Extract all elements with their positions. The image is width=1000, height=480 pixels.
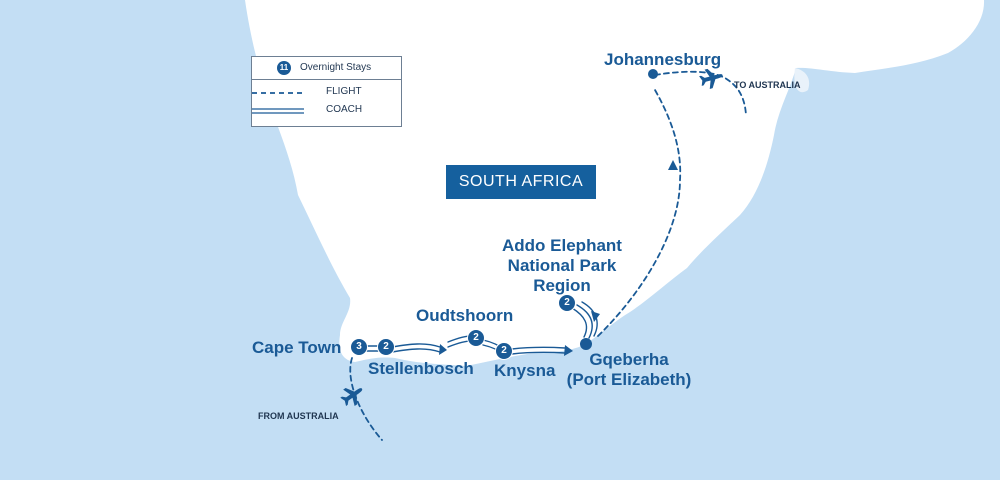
southern-africa-landmass [245, 0, 985, 366]
nights-badge-addo: 2 [558, 294, 576, 312]
arrowhead-icon [564, 345, 573, 356]
gqeberha-line-2: (Port Elizabeth) [566, 370, 692, 389]
place-label-addo: Addo Elephant National Park Region [492, 236, 632, 296]
place-label-cape-town: Cape Town [252, 338, 342, 357]
place-label-oudtshoorn: Oudtshoorn [416, 306, 514, 325]
place-label-knysna: Knysna [494, 361, 556, 380]
legend-coach-swatch [252, 108, 304, 114]
legend-overnight-label: Overnight Stays [300, 62, 372, 73]
arrowhead-icon [591, 311, 600, 322]
legend-flight-swatch [252, 92, 304, 94]
map-legend: 11 Overnight Stays FLIGHT COACH [251, 56, 402, 127]
nights-badge-knysna: 2 [495, 342, 513, 360]
nights-badge-oudtshoorn: 2 [467, 329, 485, 347]
airplane-icon [699, 68, 723, 89]
gqeberha-line-1: Gqeberha [589, 350, 669, 369]
arrowhead-icon [439, 344, 447, 355]
eswatini-region [794, 68, 810, 93]
flight-label-to: TO AUSTRALIA [734, 80, 801, 90]
map-pin-icon [648, 69, 658, 79]
arrowhead-icon [668, 160, 678, 170]
place-label-stellenbosch: Stellenbosch [368, 359, 474, 378]
addo-line-2: National Park [507, 256, 617, 275]
nights-badge-stellenbosch: 2 [377, 338, 395, 356]
flight-label-from: FROM AUSTRALIA [258, 411, 339, 421]
place-label-johannesburg: Johannesburg [604, 50, 722, 69]
legend-flight-label: FLIGHT [326, 86, 362, 97]
legend-overnight-row: 11 Overnight Stays [252, 57, 401, 80]
legend-overnight-badge: 11 [277, 61, 291, 75]
nights-badge-cape-town: 3 [350, 338, 368, 356]
airplane-icon [340, 387, 363, 407]
map-pin-icon [580, 338, 592, 350]
route-arrowheads [439, 160, 678, 356]
country-label: SOUTH AFRICA [446, 165, 596, 199]
addo-line-3: Region [533, 276, 591, 295]
legend-coach-label: COACH [326, 104, 363, 115]
place-label-gqeberha: Gqeberha (Port Elizabeth) [554, 350, 704, 390]
addo-line-1: Addo Elephant [502, 236, 622, 255]
